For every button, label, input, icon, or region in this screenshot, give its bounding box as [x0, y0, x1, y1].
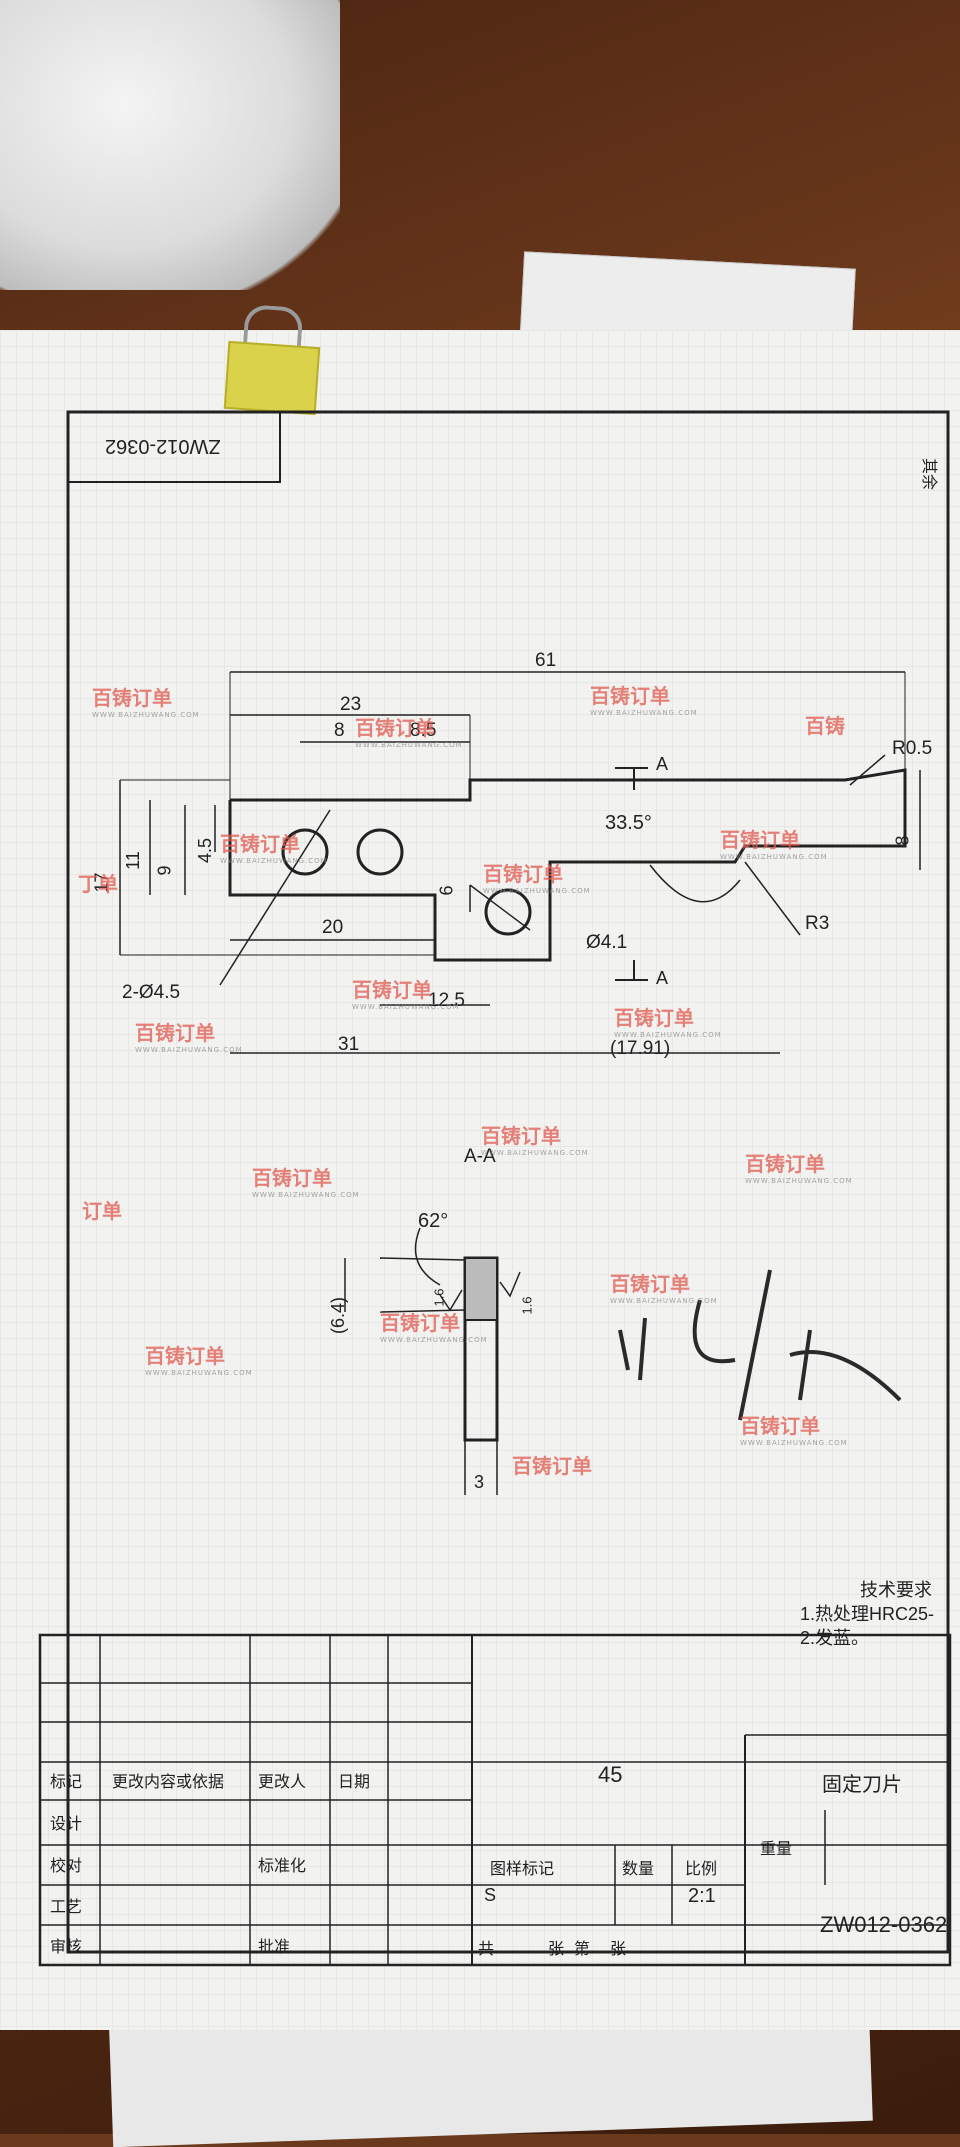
- tb-page: 第: [574, 1941, 591, 1958]
- tb-stage-header: 图样标记: [490, 1861, 555, 1878]
- tb-stage: S: [484, 1885, 497, 1905]
- tb-weight-header: 重量: [760, 1841, 793, 1858]
- dim-17-91: (17.91): [610, 1038, 671, 1059]
- corner-note: 其余: [920, 457, 938, 491]
- dim-9: 9: [154, 865, 175, 876]
- section-title: A-A: [464, 1146, 496, 1167]
- tb-approve: 批准: [258, 1939, 291, 1956]
- angle-33-5: 33.5°: [605, 812, 652, 834]
- watermark-4: 百铸: [805, 714, 845, 738]
- tb-check: 校对: [50, 1858, 83, 1875]
- tb-design: 设计: [50, 1816, 83, 1833]
- tb-sheets: 张: [548, 1941, 565, 1958]
- hole-4-1: Ø4.1: [586, 932, 628, 953]
- paper-grid: [0, 330, 960, 2030]
- section-dim-6-4: (6.4): [328, 1296, 349, 1335]
- tech-req-item2: 2.发蓝。: [800, 1628, 870, 1648]
- dim-8-right: 8: [892, 835, 913, 846]
- dim-6: 6: [436, 885, 457, 896]
- watermark-18: 百铸订单: [512, 1454, 592, 1478]
- tb-scale: 2:1: [688, 1885, 716, 1907]
- dim-8: 8: [334, 720, 345, 741]
- radius-r3: R3: [805, 913, 830, 934]
- dim-11: 11: [122, 851, 143, 870]
- tb-person: 更改人: [258, 1774, 307, 1791]
- dim-4-5: 4.5: [195, 837, 216, 864]
- tech-req-title: 技术要求: [860, 1580, 932, 1600]
- section-dim-3: 3: [474, 1472, 485, 1492]
- tb-mark: 标记: [50, 1774, 83, 1791]
- tb-process: 工艺: [50, 1899, 83, 1916]
- section-angle: 62°: [418, 1210, 449, 1232]
- tb-ratio-header: 比例: [685, 1861, 718, 1878]
- roughness-1: 1.6: [431, 1288, 447, 1307]
- roughness-2: 1.6: [519, 1296, 535, 1315]
- drawing-paper: [0, 330, 960, 2030]
- tb-date: 日期: [338, 1774, 371, 1791]
- cloth: [0, 0, 340, 290]
- watermark-19: 订单: [82, 1199, 122, 1223]
- dim-31: 31: [338, 1034, 360, 1055]
- tb-change: 更改内容或依据: [112, 1774, 225, 1791]
- tb-review: 审核: [50, 1939, 83, 1956]
- drawing-number-top: ZW012-0362: [105, 435, 221, 457]
- tb-qty-header: 数量: [622, 1861, 655, 1878]
- tb-code: ZW012-0362: [820, 1912, 948, 1937]
- tb-sheet2: 张: [610, 1941, 627, 1958]
- radius-r0-5: R0.5: [892, 738, 933, 759]
- tb-material: 45: [598, 1762, 623, 1787]
- hole-2x4-5: 2-Ø4.5: [122, 982, 181, 1003]
- section-mark-bottom: A: [656, 968, 669, 988]
- dim-20: 20: [322, 917, 344, 938]
- tech-req-item1: 1.热处理HRC25-: [800, 1604, 935, 1624]
- dim-12-5: 12.5: [428, 990, 465, 1011]
- tb-total: 共: [478, 1941, 495, 1958]
- dim-8-5: 8.5: [410, 720, 437, 741]
- tb-part-name: 固定刀片: [822, 1774, 902, 1796]
- watermark-20: 丁单: [78, 872, 118, 896]
- dim-61: 61: [535, 650, 557, 671]
- section-mark-top: A: [656, 754, 669, 774]
- dim-23: 23: [340, 694, 362, 715]
- tb-standard: 标准化: [258, 1858, 307, 1875]
